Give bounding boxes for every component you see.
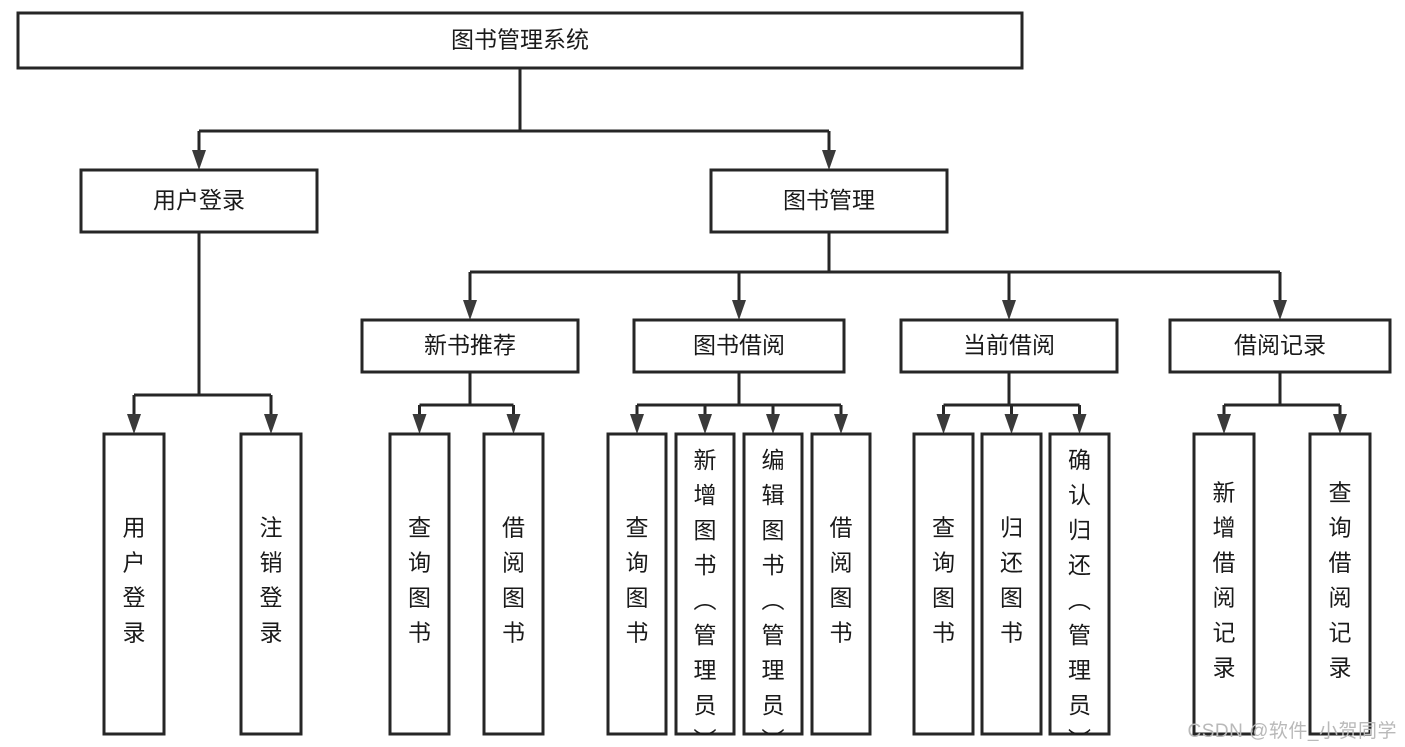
node-add-borrow-record-label: 新增借阅记录	[1213, 480, 1236, 681]
node-current-borrow[interactable]: 当前借阅	[899, 318, 1119, 374]
node-query-book-current-label: 查询图书	[932, 515, 955, 646]
connector-arrowhead	[463, 300, 477, 320]
node-edit-book-admin-label: 编辑图书︵管理员︶	[762, 447, 785, 747]
node-book-borrow-box[interactable]	[632, 318, 846, 374]
connector-arrowhead	[1004, 414, 1019, 434]
node-user-logout-leaf-label: 注销登录	[260, 515, 283, 646]
node-borrow-record-label: 借阅记录	[1234, 332, 1326, 358]
connector-userlogin-to-leaves	[127, 232, 278, 434]
node-query-book-rec[interactable]: 查询图书	[388, 432, 451, 736]
connector-arrowhead	[834, 414, 848, 434]
connector-arrowhead	[192, 150, 206, 170]
node-query-borrow-record-label: 查询借阅记录	[1329, 480, 1352, 681]
connector-arrowhead	[822, 150, 836, 170]
node-borrow-book-rec-box[interactable]	[482, 432, 545, 736]
node-new-book-recommend[interactable]: 新书推荐	[360, 318, 580, 374]
node-user-login-box[interactable]	[79, 168, 319, 234]
node-confirm-return-admin[interactable]: 确认归还︵管理员︶	[1048, 432, 1111, 747]
connector-arrowhead	[127, 414, 141, 434]
connector-arrowhead	[1273, 300, 1287, 320]
node-query-book-borrow-label: 查询图书	[626, 515, 649, 646]
node-return-book-label: 归还图书	[1000, 515, 1023, 646]
connector-arrowhead	[766, 414, 780, 434]
connector-arrowhead	[1072, 414, 1087, 434]
connector-borrowrecord-to-leaves	[1217, 372, 1347, 434]
node-user-logout-leaf-box[interactable]	[239, 432, 303, 736]
connector-arrowhead	[698, 414, 712, 434]
node-add-borrow-record-box[interactable]	[1192, 432, 1256, 736]
watermark-label: CSDN @软件_小贺同学	[1187, 721, 1397, 742]
node-borrow-book-label: 借阅图书	[830, 515, 853, 646]
node-book-borrow[interactable]: 图书借阅	[632, 318, 846, 374]
node-borrow-book-rec-label: 借阅图书	[502, 515, 525, 646]
node-layer: 图书管理系统用户登录图书管理新书推荐图书借阅当前借阅借阅记录用户登录注销登录查询…	[16, 11, 1392, 747]
connector-arrowhead	[1002, 300, 1016, 320]
node-user-login-leaf[interactable]: 用户登录	[102, 432, 166, 736]
connector-arrowhead	[732, 300, 746, 320]
node-root-box[interactable]	[16, 11, 1024, 70]
node-borrow-book-box[interactable]	[810, 432, 872, 736]
node-add-book-admin-label: 新增图书︵管理员︶	[694, 447, 717, 747]
node-return-book-box[interactable]	[980, 432, 1043, 736]
node-root[interactable]: 图书管理系统	[16, 11, 1024, 70]
connector-arrowhead	[1217, 414, 1231, 434]
node-query-borrow-record-box[interactable]	[1308, 432, 1372, 736]
connector-bookborrow-to-leaves	[630, 372, 848, 434]
node-query-book-current[interactable]: 查询图书	[912, 432, 975, 736]
connector-arrowhead	[506, 414, 521, 434]
node-book-manage-label: 图书管理	[783, 187, 875, 213]
node-query-book-rec-label: 查询图书	[408, 515, 431, 646]
node-user-login-leaf-label: 用户登录	[123, 515, 146, 646]
node-edit-book-admin[interactable]: 编辑图书︵管理员︶	[742, 432, 804, 747]
node-add-book-admin-box[interactable]	[674, 432, 736, 736]
connector-layer	[127, 68, 1347, 434]
node-user-login-leaf-box[interactable]	[102, 432, 166, 736]
node-new-book-recommend-box[interactable]	[360, 318, 580, 374]
node-confirm-return-admin-box[interactable]	[1048, 432, 1111, 736]
node-borrow-record[interactable]: 借阅记录	[1168, 318, 1392, 374]
connector-arrowhead	[630, 414, 644, 434]
connector-arrowhead	[936, 414, 951, 434]
connector-arrowhead	[412, 414, 427, 434]
node-query-borrow-record[interactable]: 查询借阅记录	[1308, 432, 1372, 736]
connector-arrowhead	[1333, 414, 1347, 434]
node-new-book-recommend-label: 新书推荐	[424, 332, 516, 358]
connector-bookmanage-to-level3	[463, 232, 1287, 320]
node-edit-book-admin-box[interactable]	[742, 432, 804, 736]
node-add-borrow-record[interactable]: 新增借阅记录	[1192, 432, 1256, 736]
node-return-book[interactable]: 归还图书	[980, 432, 1043, 736]
connector-currentborrow-to-leaves	[936, 372, 1087, 434]
connector-root-to-level2	[192, 68, 836, 170]
connector-recommend-to-leaves	[412, 372, 521, 434]
node-borrow-book[interactable]: 借阅图书	[810, 432, 872, 736]
node-user-login-label: 用户登录	[153, 187, 245, 213]
node-current-borrow-box[interactable]	[899, 318, 1119, 374]
node-confirm-return-admin-label: 确认归还︵管理员︶	[1068, 447, 1091, 747]
node-root-label: 图书管理系统	[451, 27, 589, 53]
node-query-book-rec-box[interactable]	[388, 432, 451, 736]
node-query-book-current-box[interactable]	[912, 432, 975, 736]
node-borrow-book-rec[interactable]: 借阅图书	[482, 432, 545, 736]
node-add-book-admin[interactable]: 新增图书︵管理员︶	[674, 432, 736, 747]
node-user-login[interactable]: 用户登录	[79, 168, 319, 234]
node-book-manage-box[interactable]	[709, 168, 949, 234]
node-current-borrow-label: 当前借阅	[963, 332, 1055, 358]
node-query-book-borrow[interactable]: 查询图书	[606, 432, 668, 736]
node-borrow-record-box[interactable]	[1168, 318, 1392, 374]
node-query-book-borrow-box[interactable]	[606, 432, 668, 736]
node-user-logout-leaf[interactable]: 注销登录	[239, 432, 303, 736]
node-book-manage[interactable]: 图书管理	[709, 168, 949, 234]
connector-arrowhead	[264, 414, 278, 434]
node-book-borrow-label: 图书借阅	[693, 332, 785, 358]
